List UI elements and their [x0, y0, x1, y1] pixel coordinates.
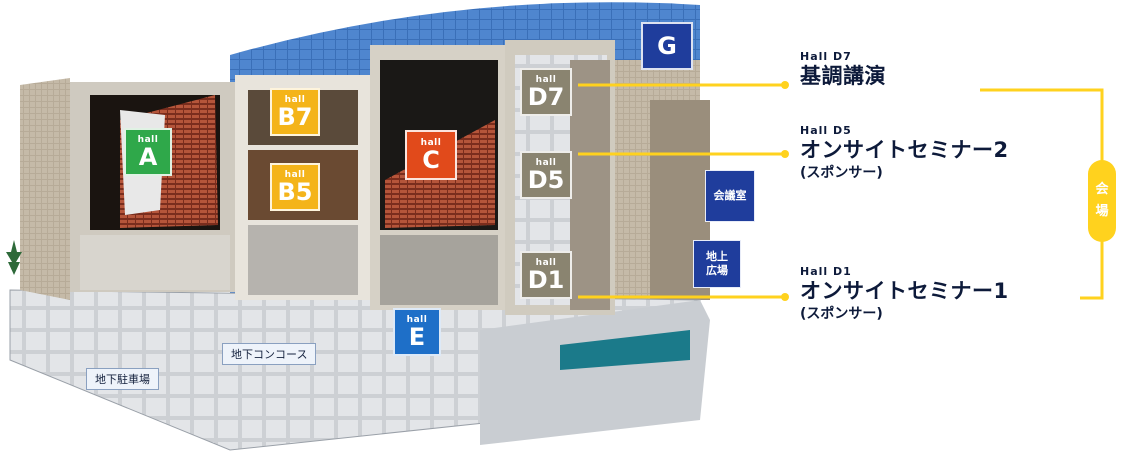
hall-d1-small: hall	[535, 257, 557, 268]
hall-e-name: E	[408, 322, 426, 351]
venue-tag: 会 場	[1088, 160, 1116, 242]
hall-d1-badge[interactable]: hall D1	[520, 251, 572, 299]
hall-a-badge[interactable]: hall A	[124, 128, 172, 176]
hall-d1-name: D1	[527, 265, 565, 294]
hall-e-small: hall	[406, 314, 428, 325]
hall-d7-small: hall	[535, 74, 557, 85]
hall-g-name: G	[657, 32, 677, 60]
hall-b7-name: B7	[277, 102, 313, 131]
callout-d1-hall: Hall D1	[800, 265, 852, 278]
underground-parking-sign: 地下駐車場	[86, 368, 159, 390]
callout-d1-title: オンサイトセミナー1	[800, 279, 1009, 303]
ground-plaza-label: 地上 広場	[693, 240, 741, 288]
hall-a-name: A	[138, 142, 158, 171]
hall-e-badge[interactable]: hall E	[393, 308, 441, 356]
hall-a-small: hall	[137, 134, 159, 145]
meeting-room-label: 会議室	[705, 170, 755, 222]
hall-b5-small: hall	[284, 169, 306, 180]
callout-d7-hall: Hall D7	[800, 50, 852, 63]
hall-g-badge[interactable]: G	[641, 22, 693, 70]
callout-d7: Hall D7 基調講演	[800, 50, 886, 90]
callout-d5-hall: Hall D5	[800, 124, 852, 137]
callout-d1-sub: (スポンサー)	[800, 306, 883, 322]
callout-d5-sub: (スポンサー)	[800, 165, 883, 181]
venue-tag-char-2: 場	[1095, 204, 1109, 219]
hall-c-name: C	[422, 145, 440, 174]
hall-b5-badge[interactable]: hall B5	[270, 163, 320, 211]
hall-d5-badge[interactable]: hall D5	[520, 151, 572, 199]
hall-d7-name: D7	[527, 82, 565, 111]
hall-b5-name: B5	[277, 177, 313, 206]
hall-b7-small: hall	[284, 94, 306, 105]
hall-d5-small: hall	[535, 157, 557, 168]
callout-d7-title: 基調講演	[800, 64, 886, 88]
callout-d5: Hall D5 オンサイトセミナー2 (スポンサー)	[800, 124, 1009, 182]
hall-c-badge[interactable]: hall C	[405, 130, 457, 180]
venue-tag-char-1: 会	[1095, 182, 1109, 197]
underground-concourse-sign: 地下コンコース	[222, 343, 317, 365]
hall-b7-badge[interactable]: hall B7	[270, 88, 320, 136]
hall-d5-name: D5	[527, 165, 565, 194]
callout-d5-title: オンサイトセミナー2	[800, 138, 1009, 162]
callout-d1: Hall D1 オンサイトセミナー1 (スポンサー)	[800, 265, 1009, 323]
hall-c-small: hall	[420, 137, 442, 148]
hall-d7-badge[interactable]: hall D7	[520, 68, 572, 116]
